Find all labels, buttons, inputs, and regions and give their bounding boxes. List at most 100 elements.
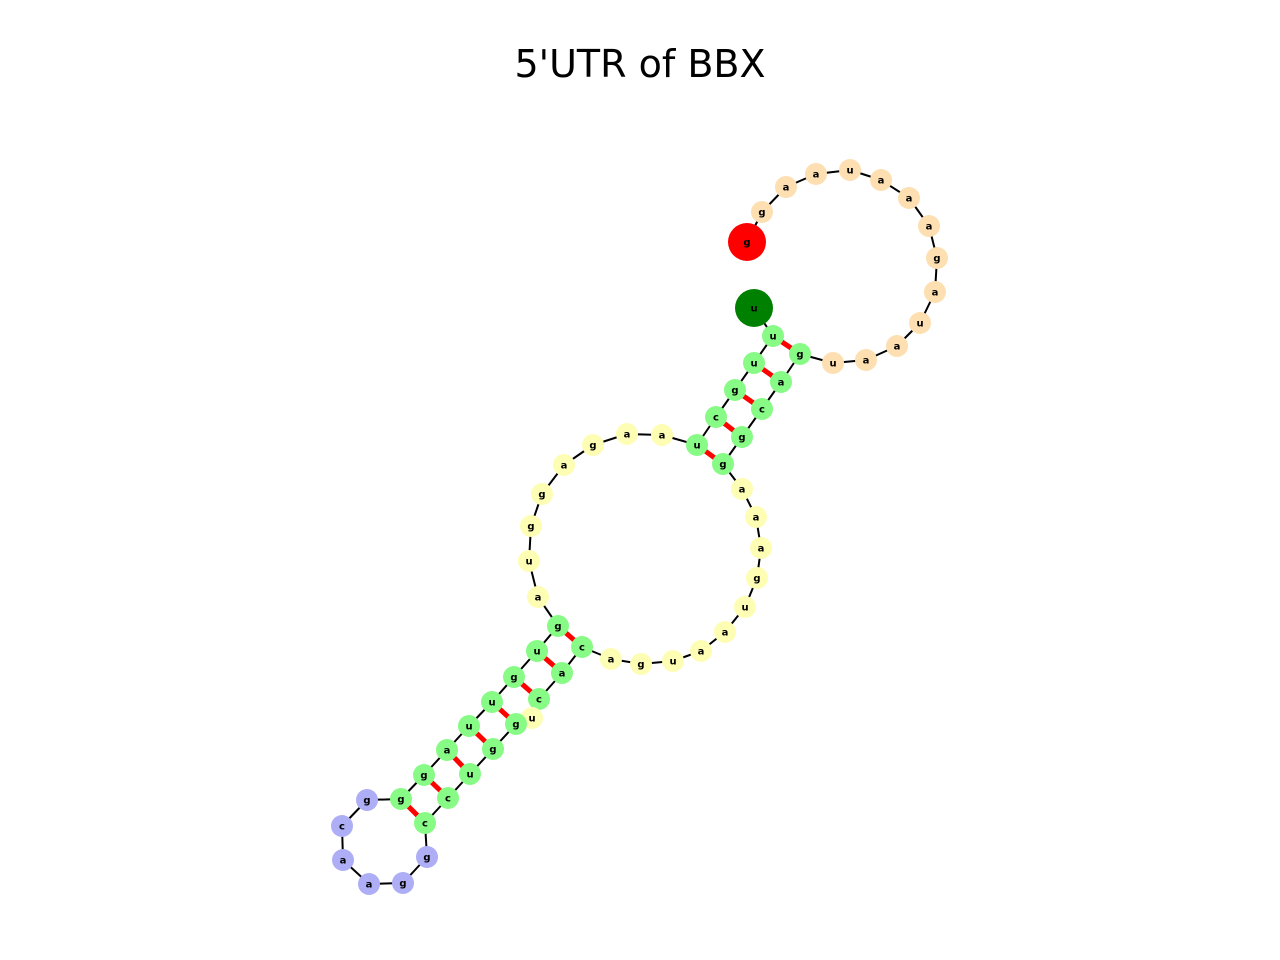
- nucleotide-interior-loop: a: [690, 640, 712, 662]
- nucleotide-circle: [520, 515, 542, 537]
- nucleotide-external-loop: u: [839, 159, 861, 181]
- nucleotide-circle: [571, 636, 593, 658]
- nucleotide-label: a: [561, 461, 568, 472]
- nucleotide-label: c: [536, 695, 542, 706]
- nucleotide-circle: [743, 352, 765, 374]
- nucleotide-interior-loop: a: [600, 648, 622, 670]
- nucleotide-interior-loop: g: [582, 434, 604, 456]
- nucleotide-label: g: [527, 522, 534, 533]
- nucleotide-external-loop: a: [918, 215, 940, 237]
- nucleotide-label: g: [796, 350, 803, 361]
- nucleotide-external-loop: a: [924, 281, 946, 303]
- nucleotide-stem: c: [414, 812, 436, 834]
- nucleotide-stem: u: [743, 352, 765, 374]
- nucleotide-label: g: [738, 433, 745, 444]
- nucleotide-stem: g: [547, 615, 569, 637]
- nucleotide-circle: [482, 738, 504, 760]
- nucleotide-hairpin-loop: g: [392, 872, 414, 894]
- nucleotide-interior-loop: a: [714, 621, 736, 643]
- nucleotide-stem: c: [437, 787, 459, 809]
- nucleotide-three-prime: u: [735, 289, 773, 327]
- nucleotide-label: c: [759, 405, 765, 416]
- nucleotide-label: g: [397, 795, 404, 806]
- nucleotide-external-loop: a: [886, 335, 908, 357]
- nucleotide-label: g: [399, 879, 406, 890]
- nucleotide-stem: u: [762, 325, 784, 347]
- nucleotide-circle: [356, 789, 378, 811]
- nucleotide-label: a: [739, 485, 746, 496]
- nucleotide-circle: [616, 423, 638, 445]
- nucleotide-hairpin-loop: a: [332, 849, 354, 871]
- nucleotide-circle: [331, 815, 353, 837]
- nucleotide-stem: c: [571, 636, 593, 658]
- nucleotide-circle: [505, 713, 527, 735]
- nucleotide-circle: [712, 453, 734, 475]
- nucleotide-circle: [731, 478, 753, 500]
- nucleotide-circle: [714, 621, 736, 643]
- nucleotide-circle: [770, 371, 792, 393]
- nucleotide-label: g: [489, 745, 496, 756]
- nucleotide-interior-loop: u: [734, 596, 756, 618]
- nucleotide-label: a: [758, 544, 765, 555]
- nucleotide-stem: g: [482, 738, 504, 760]
- nucleotide-stem: u: [459, 763, 481, 785]
- nucleotide-label: g: [423, 853, 430, 864]
- nucleotide-external-loop: u: [909, 312, 931, 334]
- nucleotide-stem: g: [724, 379, 746, 401]
- nucleotide-circle: [728, 223, 766, 261]
- nucleotide-circle: [870, 169, 892, 191]
- nucleotide-label: g: [719, 460, 726, 471]
- nucleotide-label: c: [445, 794, 451, 805]
- nucleotide-label: a: [906, 194, 913, 205]
- nucleotide-circle: [413, 764, 435, 786]
- nucleotide-circle: [553, 454, 575, 476]
- nucleotide-circle: [724, 379, 746, 401]
- nucleotide-label: c: [422, 819, 428, 830]
- nucleotide-label: a: [535, 593, 542, 604]
- nucleotide-circle: [705, 406, 727, 428]
- nucleotide-circle: [926, 247, 948, 269]
- nucleotide-circle: [805, 163, 827, 185]
- nucleotide-label: a: [608, 655, 615, 666]
- nucleotide-interior-loop: g: [630, 653, 652, 675]
- nucleotide-interior-loop: a: [651, 424, 673, 446]
- nucleotide-stem: c: [751, 398, 773, 420]
- nucleotide-label: u: [741, 603, 748, 614]
- diagram-title: 5'UTR of BBX: [514, 42, 766, 86]
- nucleotide-label: g: [554, 622, 561, 633]
- nucleotide-circle: [392, 872, 414, 894]
- nucleotide-circle: [735, 289, 773, 327]
- nucleotide-label: u: [488, 698, 495, 709]
- nucleotide-stem: u: [526, 640, 548, 662]
- nucleotide-label: g: [637, 660, 644, 671]
- nucleotide-label: c: [579, 643, 585, 654]
- nucleotide-label: g: [743, 238, 750, 249]
- nucleotide-label: g: [510, 673, 517, 684]
- nucleotide-label: g: [731, 386, 738, 397]
- nucleotide-label: a: [444, 746, 451, 757]
- nucleotide-external-loop: a: [898, 187, 920, 209]
- nucleotide-external-loop: a: [870, 169, 892, 191]
- nucleotide-external-loop: g: [751, 201, 773, 223]
- nucleotide-external-loop: a: [855, 349, 877, 371]
- nucleotide-circle: [531, 483, 553, 505]
- nucleotide-label: u: [525, 557, 532, 568]
- nucleotide-label: a: [559, 669, 566, 680]
- nucleotide-label: u: [465, 722, 472, 733]
- nucleotide-external-loop: a: [805, 163, 827, 185]
- nucleotide-circle: [436, 739, 458, 761]
- nucleotide-circle: [751, 398, 773, 420]
- nucleotide-external-loop: u: [822, 352, 844, 374]
- nucleotide-label: a: [778, 378, 785, 389]
- nucleotide-circle: [775, 176, 797, 198]
- nucleotide-circle: [551, 662, 573, 684]
- nucleotide-interior-loop: a: [527, 586, 549, 608]
- nucleotide-interior-loop: u: [662, 650, 684, 672]
- nucleotide-circle: [332, 849, 354, 871]
- nucleotide-label: a: [659, 431, 666, 442]
- nucleotide-label: u: [528, 714, 535, 725]
- nucleotide-label: g: [512, 720, 519, 731]
- nucleotide-interior-loop: a: [745, 506, 767, 528]
- nucleotide-five-prime: g: [728, 223, 766, 261]
